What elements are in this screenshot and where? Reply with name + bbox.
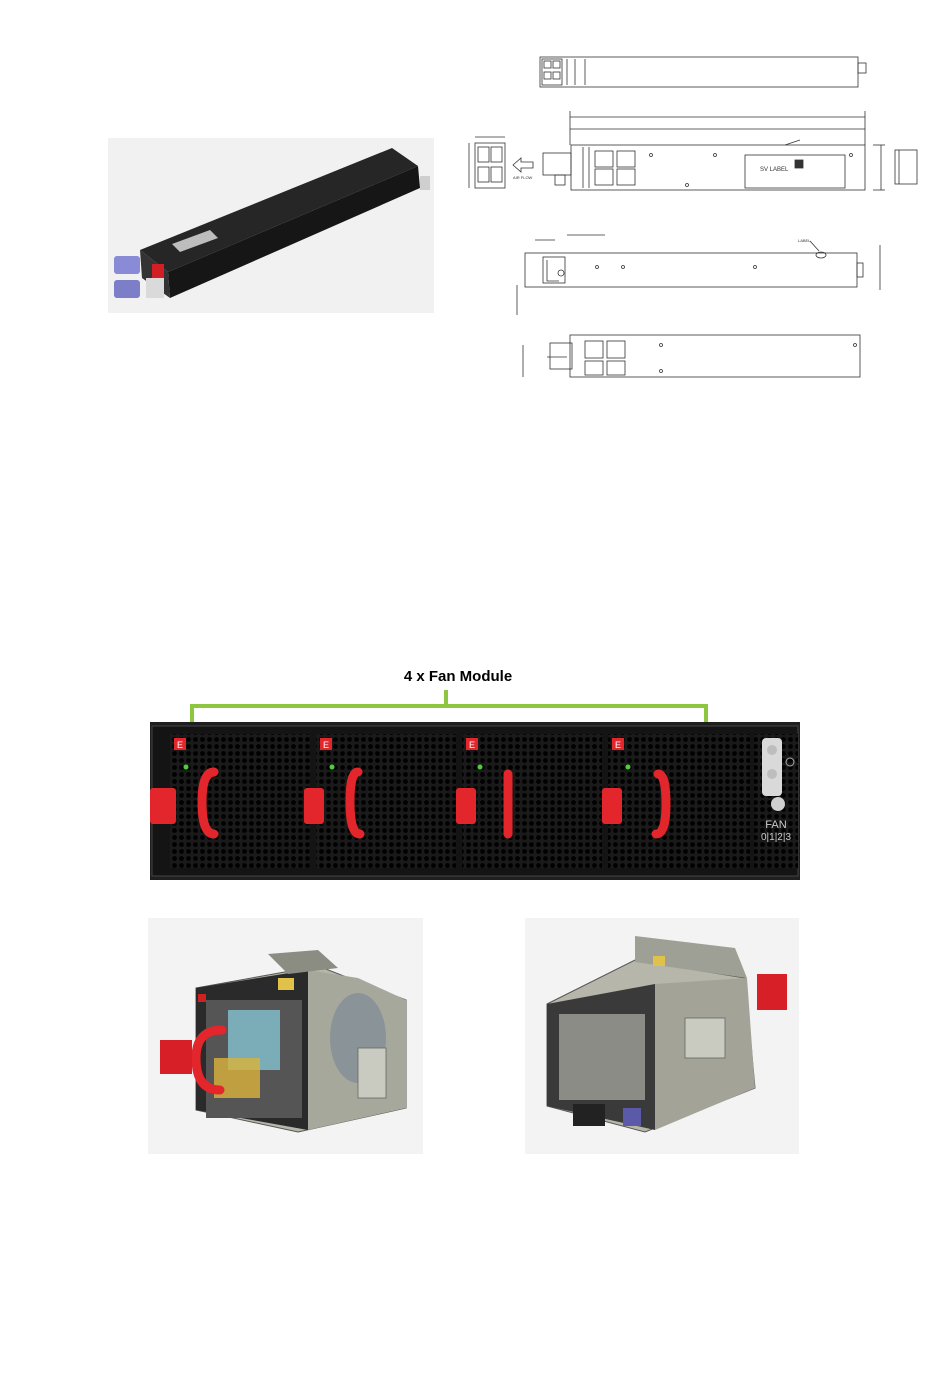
fan-rear-connector-2 [623,1108,641,1126]
fan-module-4[interactable]: E [602,734,750,868]
fan-module-1[interactable]: E [150,734,310,868]
psu-render-svg [108,138,434,313]
fan-module-2-led [330,765,335,770]
airflow-arrow: AIR FLOW [513,158,533,180]
fan-front-latch [160,1040,192,1074]
psu-face-vent [146,278,164,298]
sv-label-text: SV LABEL [760,167,789,173]
bracket-svg [188,688,710,722]
fan-chassis-panel: E E E E [150,722,800,880]
psu-handle-upper [114,256,140,274]
psu-top-view [540,57,866,87]
fan-module-rear-render [525,918,799,1154]
psu-mechanical-drawing: AIR FLOW SV LABEL [455,45,925,385]
fan-module-4-led [626,765,631,770]
fan-module-front-render [148,918,423,1154]
fan-module-4-latch[interactable] [602,788,622,824]
airflow-label: AIR FLOW [513,175,533,180]
fan-module-4-badge: E [615,740,621,750]
fan-module-3-led [478,765,483,770]
psu-bottom-view: LABEL [517,235,880,315]
fan-front-svg [148,918,423,1154]
fan-module-2[interactable]: E [304,734,456,868]
fan-rear-latch [757,974,787,1010]
fan-module-bracket [188,688,710,722]
psu-base-view [523,335,860,377]
psu-connector [420,176,430,190]
fan-module-3[interactable]: E [456,734,602,868]
fan-module-3-badge: E [469,740,475,750]
fan-front-label [278,978,294,990]
psu-latch [152,264,164,280]
psu-drawing-svg: AIR FLOW SV LABEL [455,45,925,385]
fan-module-3-latch[interactable] [456,788,476,824]
fan-front-badge [198,994,206,1002]
panel-fan-numbers: 0|1|2|3 [761,832,791,843]
fan-module-title: 4 x Fan Module [0,668,916,685]
panel-button[interactable] [771,797,785,811]
fan-module-2-badge: E [323,740,329,750]
psu-handle-lower [114,280,140,298]
fan-rear-connector [573,1104,605,1126]
psu-front-view [469,137,505,188]
psu-render-figure [108,138,434,313]
fan-rear-label [653,956,665,966]
fan-chassis-svg: E E E E [150,722,800,880]
fan-rear-svg [525,918,799,1154]
fan-status-panel: FAN 0|1|2|3 [754,734,798,868]
fan-module-2-latch[interactable] [304,788,324,824]
label-callout: LABEL [798,238,811,243]
panel-fan-label: FAN [765,819,786,831]
psu-side-view: SV LABEL [543,111,917,190]
fan-module-1-latch[interactable] [150,788,176,824]
fan-rear-grille [559,1014,645,1100]
fan-module-1-badge: E [177,740,183,750]
fan-module-1-led [184,765,189,770]
